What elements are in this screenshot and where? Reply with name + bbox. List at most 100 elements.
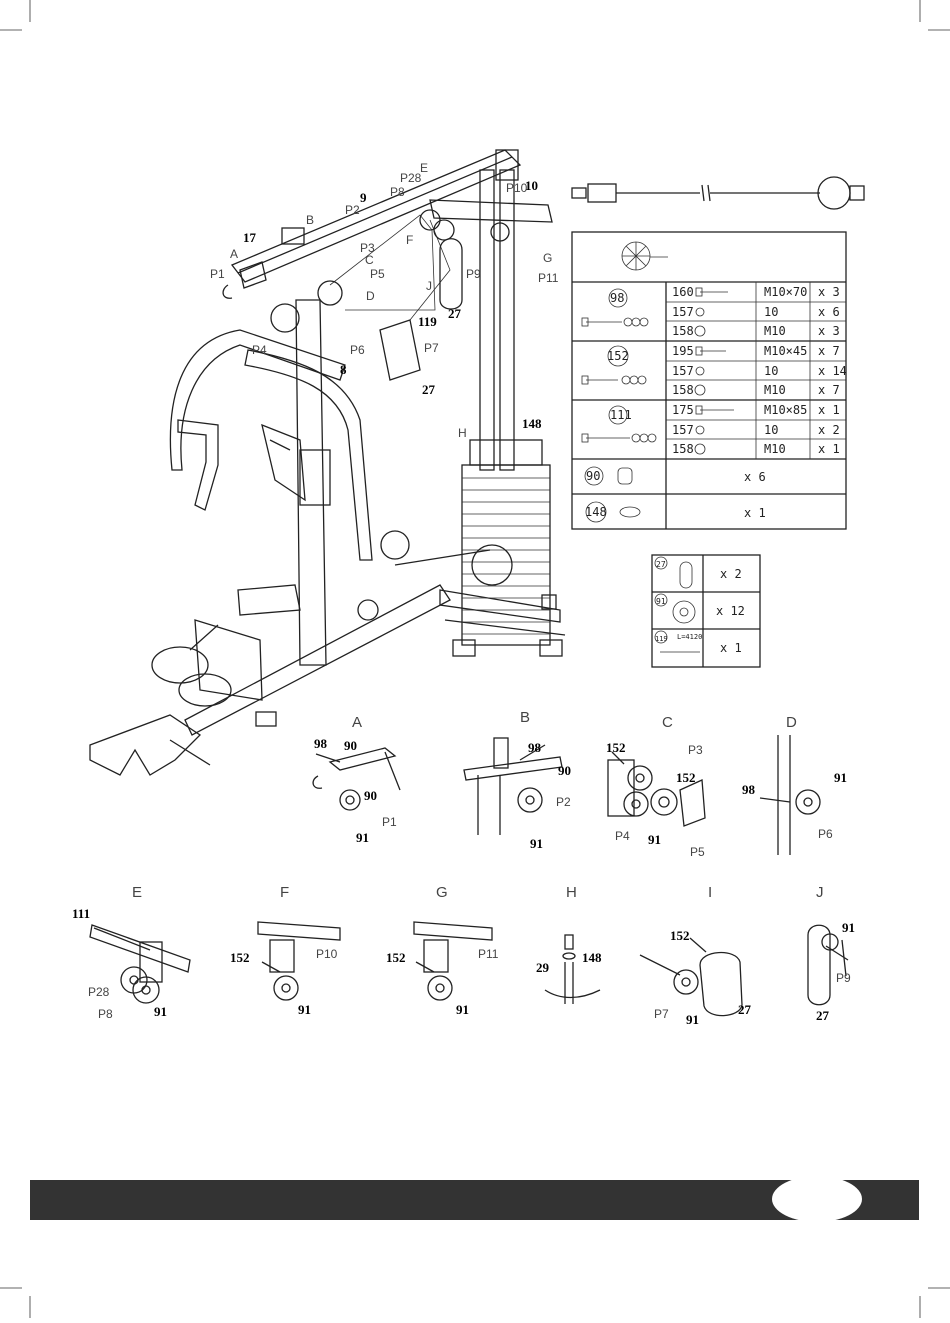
label-f-top: F (406, 233, 413, 247)
size-cell: M10 (764, 442, 786, 456)
callout: 27 (816, 1008, 830, 1023)
label-b-top: B (306, 213, 314, 227)
footer-bar (30, 1180, 919, 1220)
part-cell: 157 (672, 364, 694, 378)
label-c-top: C (365, 253, 374, 267)
callout: 152 (386, 950, 406, 965)
callout: 90 (344, 738, 357, 753)
callout: 152 (230, 950, 250, 965)
label-p7: P7 (424, 341, 439, 355)
page-number-oval (772, 1176, 862, 1222)
label-g-top: G (543, 251, 552, 265)
size-cell: M10×70 (764, 285, 807, 299)
detail-a: A 98 90 90 91 P1 (312, 714, 401, 845)
machine-drawing (89, 149, 566, 776)
small-id: 27 (656, 560, 666, 569)
qty-cell: x 14 (818, 364, 847, 378)
callout: P5 (690, 845, 705, 859)
extra-qty: x 1 (744, 506, 766, 520)
callout: 148 (582, 950, 602, 965)
parts-small-table: 27 x 2 91 x 12 119 L=4120 x 1 (651, 554, 761, 668)
callout: P8 (98, 1007, 113, 1021)
label-148: 148 (522, 416, 542, 431)
group-id-152: 152 (607, 349, 629, 363)
qty-cell: x 3 (818, 285, 840, 299)
part-160: 160 (672, 285, 694, 299)
detail-title: D (786, 714, 797, 731)
qty-cell: x 7 (818, 383, 840, 397)
size-cell: M10 (764, 383, 786, 397)
detail-d: D 98 91 P6 (742, 714, 847, 855)
callout: 91 (834, 770, 847, 785)
callout: 29 (536, 960, 550, 975)
detail-c: C 152 P3 152 P4 91 P5 (606, 714, 706, 859)
qty-cell: x 1 (818, 403, 840, 417)
part-cell: 158 (672, 324, 694, 338)
small-qty: x 2 (720, 567, 742, 581)
group-id-111: 111 (610, 408, 632, 422)
callout: 91 (530, 836, 543, 851)
detail-title: A (352, 714, 362, 731)
callout: 91 (456, 1002, 469, 1017)
label-p9: P9 (466, 267, 481, 281)
detail-title: B (520, 709, 530, 726)
size-cell: 10 (764, 364, 778, 378)
label-p6: P6 (350, 343, 365, 357)
main-callouts: P28 E P10 10 9 P8 P2 17 B P3 C A P1 P5 F… (210, 161, 559, 440)
bolt-set-icon (581, 375, 647, 385)
callout: P1 (382, 815, 397, 829)
callout: 98 (314, 736, 328, 751)
callout: 111 (72, 906, 90, 921)
qty-cell: x 1 (818, 442, 840, 456)
part-cell: 195 (672, 344, 694, 358)
qty-cell: x 7 (818, 344, 840, 358)
label-119: 119 (418, 314, 437, 329)
hardware-extra-148: 148 x 1 (585, 501, 766, 523)
part-cell: 158 (672, 383, 694, 397)
bolt-set-icon (581, 433, 657, 443)
small-row-119: 119 L=4120 x 1 (654, 630, 742, 655)
detail-title: J (816, 884, 824, 901)
part-cell: 158 (672, 442, 694, 456)
label-j-top: J (426, 279, 432, 293)
detail-title: E (132, 884, 142, 901)
label-17: 17 (243, 230, 257, 245)
callout: 152 (676, 770, 696, 785)
size-cell: M10×85 (764, 403, 807, 417)
detail-title: C (662, 714, 673, 731)
detail-title: I (708, 884, 712, 901)
hardware-extra-90: 90 x 6 (584, 466, 766, 486)
callout: P3 (688, 743, 703, 757)
callout: 90 (364, 788, 377, 803)
callout: P28 (88, 985, 110, 999)
cable-part-drawing (571, 176, 865, 210)
size-cell: M10 (764, 324, 786, 338)
label-27b: 27 (422, 382, 436, 397)
callout: P4 (615, 829, 630, 843)
size-cell: 10 (764, 305, 778, 319)
detail-b: B 98 90 P2 91 (463, 709, 571, 851)
qty-cell: x 6 (818, 305, 840, 319)
callout: 91 (154, 1004, 167, 1019)
small-id: 91 (656, 597, 666, 606)
size-cell: M10×45 (764, 344, 807, 358)
size-cell: 10 (764, 423, 778, 437)
qty-cell: x 2 (818, 423, 840, 437)
spanner-icon (621, 241, 668, 271)
label-p11: P11 (538, 271, 559, 285)
label-d-top: D (366, 289, 375, 303)
callout: 98 (528, 740, 542, 755)
part-cell: 157 (672, 423, 694, 437)
small-qty: x 12 (716, 604, 745, 618)
callout: 91 (356, 830, 369, 845)
extra-id: 148 (585, 505, 607, 519)
small-qty: x 1 (720, 641, 742, 655)
hardware-group-111: 111 175 M10×85 x 1 157 10 x 2 158 M10 x … (581, 403, 840, 456)
callout: P7 (654, 1007, 669, 1021)
detail-j: J 91 P9 27 (807, 884, 855, 1023)
callout: 98 (742, 782, 756, 797)
callout: 91 (842, 920, 855, 935)
small-id: 119 (655, 635, 668, 643)
callout: P9 (836, 971, 851, 985)
